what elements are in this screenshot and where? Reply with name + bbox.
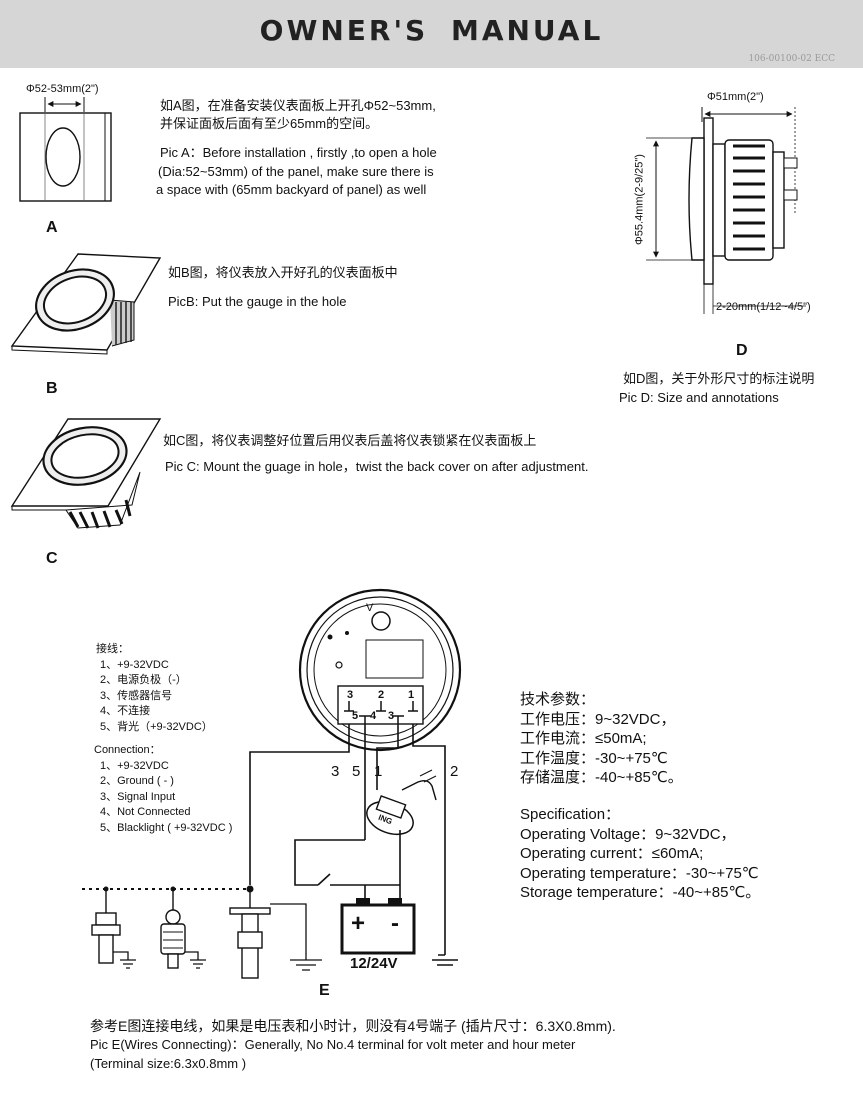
spec-en-item: Operating current：≤60mA; [520, 845, 704, 863]
pic-c-en: Pic C: Mount the guage in hole，twist the… [165, 459, 589, 474]
spec-cn: 技术参数： 工作电压：9~32VDC， 工作电流：≤50mA; 工作温度：-30… [520, 690, 683, 788]
pressure-sensor [160, 889, 206, 969]
spec-cn-item: 工作电流：≤50mA; [520, 730, 647, 748]
pic-a-dimension: Φ52-53mm(2") [26, 83, 99, 95]
spec-cn-item: 工作电压：9~32VDC， [520, 710, 676, 728]
spec-en-item: Operating temperature：-30~+75℃ [520, 864, 759, 882]
terminal-top-1: 1 [408, 689, 415, 701]
ignition-switch [366, 769, 437, 840]
pic-d-top-dimension: Φ51mm(2") [707, 91, 764, 103]
pic-e-label: E [319, 982, 330, 999]
wire-number-3: 3 [331, 763, 340, 780]
pic-d-label: D [736, 342, 748, 359]
wire-number-5: 5 [352, 763, 361, 780]
wiring-en-item: 1、+9-32VDC [100, 759, 169, 772]
wiring-cn-item: 1、+9-32VDC [100, 658, 169, 671]
terminal-bottom-3: 3 [388, 710, 395, 722]
wiring-cn-item: 4、不连接 [100, 705, 151, 717]
pic-a-label: A [46, 219, 58, 236]
battery-minus: - [391, 910, 399, 937]
wiring-en-item: 2、Ground ( - ) [100, 775, 174, 787]
battery-voltage: 12/24V [350, 955, 398, 972]
wiring-en-item: 5、Blacklight ( +9-32VDC ) [100, 821, 233, 834]
pic-b-en: PicB: Put the gauge in the hole [168, 294, 347, 309]
wiring-en-item: 3、Signal Input [100, 790, 176, 803]
pic-a-drawing [19, 97, 112, 202]
level-sensor [229, 889, 322, 979]
pic-a-en-line1: Pic A：Before installation , firstly ,to … [160, 145, 437, 160]
pic-a-en-line3: a space with (65mm backyard of panel) as… [156, 182, 427, 197]
pic-c-drawing [10, 418, 162, 529]
wiring-cn-item: 2、电源负极（-） [100, 674, 187, 686]
pic-d-bottom-dimension: 2-20mm(1/12~4/5") [716, 301, 811, 313]
spec-en: Specification： Operating Voltage：9~32VDC… [520, 805, 760, 903]
pic-b-drawing [10, 253, 162, 355]
wiring-en-item: 4、Not Connected [100, 806, 191, 818]
wiring-cn-item: 3、传感器信号 [100, 689, 173, 702]
terminal-bottom-4: 4 [370, 710, 377, 722]
page-title: OWNER'S MANUAL [259, 14, 604, 47]
header-bar: OWNER'S MANUAL 106-00100-02 ECC [0, 0, 863, 68]
terminal-top-2: 2 [378, 689, 385, 701]
spec-en-title: Specification： [520, 806, 621, 823]
pic-b-cn: 如B图，将仪表放入开好孔的仪表面板中 [168, 265, 398, 280]
document-code: 106-00100-02 ECC [748, 54, 835, 64]
spec-cn-item: 工作温度：-30~+75℃ [520, 749, 668, 767]
spec-cn-title: 技术参数： [520, 691, 596, 708]
pic-b-label: B [46, 380, 58, 397]
pic-d-drawing [646, 107, 806, 314]
pic-a-en-line2: (Dia:52~53mm) of the panel, make sure th… [158, 164, 434, 179]
pic-d-side-dimension: Φ55.4mm(2-9/25") [633, 154, 646, 245]
battery-plus: + [351, 910, 366, 937]
temperature-sensor [91, 889, 136, 969]
wiring-cn-item: 5、背光（+9-32VDC） [100, 720, 213, 733]
pic-d-en: Pic D: Size and annotations [619, 390, 779, 405]
wiring-diagram [82, 588, 462, 979]
pic-c-cn: 如C图，将仪表调整好位置后用仪表后盖将仪表锁紧在仪表面板上 [163, 433, 537, 448]
spec-cn-item: 存储温度：-40~+85℃。 [520, 769, 683, 787]
wiring-en-title: Connection： [94, 744, 161, 756]
pic-a-cn-line1: 如A图，在准备安装仪表面板上开孔Φ52~53mm, [160, 98, 436, 113]
wiring-list-cn: 接线： 1、+9-32VDC 2、电源负极（-） 3、传感器信号 4、不连接 5… [96, 642, 213, 735]
terminal-bottom-5: 5 [352, 710, 359, 722]
pic-e-cn: 参考E图连接电线，如果是电压表和小时计，则没有4号端子 (插片尺寸：6.3X0.… [90, 1018, 616, 1034]
spec-en-item: Operating Voltage：9~32VDC， [520, 825, 736, 843]
spec-en-item: Storage temperature：-40~+85℃。 [520, 884, 761, 902]
wiring-cn-title: 接线： [96, 643, 129, 655]
pic-d-cn: 如D图，关于外形尺寸的标注说明 [623, 371, 815, 386]
battery [340, 898, 416, 955]
terminal-top-3: 3 [347, 689, 354, 701]
wire-number-2: 2 [450, 763, 459, 780]
pic-e-en-line1: Pic E(Wires Connecting)：Generally, No No… [90, 1037, 576, 1052]
gauge-pointer-mark: V [366, 602, 374, 614]
pic-e-en-line2: (Terminal size:6.3x0.8mm ) [90, 1056, 247, 1071]
wiring-list-en: Connection： 1、+9-32VDC 2、Ground ( - ) 3、… [94, 743, 232, 836]
pic-c-label: C [46, 550, 58, 567]
pic-a-cn-line2: 并保证面板后面有至少65mm的空间。 [160, 116, 379, 131]
wire-number-1: 1 [374, 763, 383, 780]
